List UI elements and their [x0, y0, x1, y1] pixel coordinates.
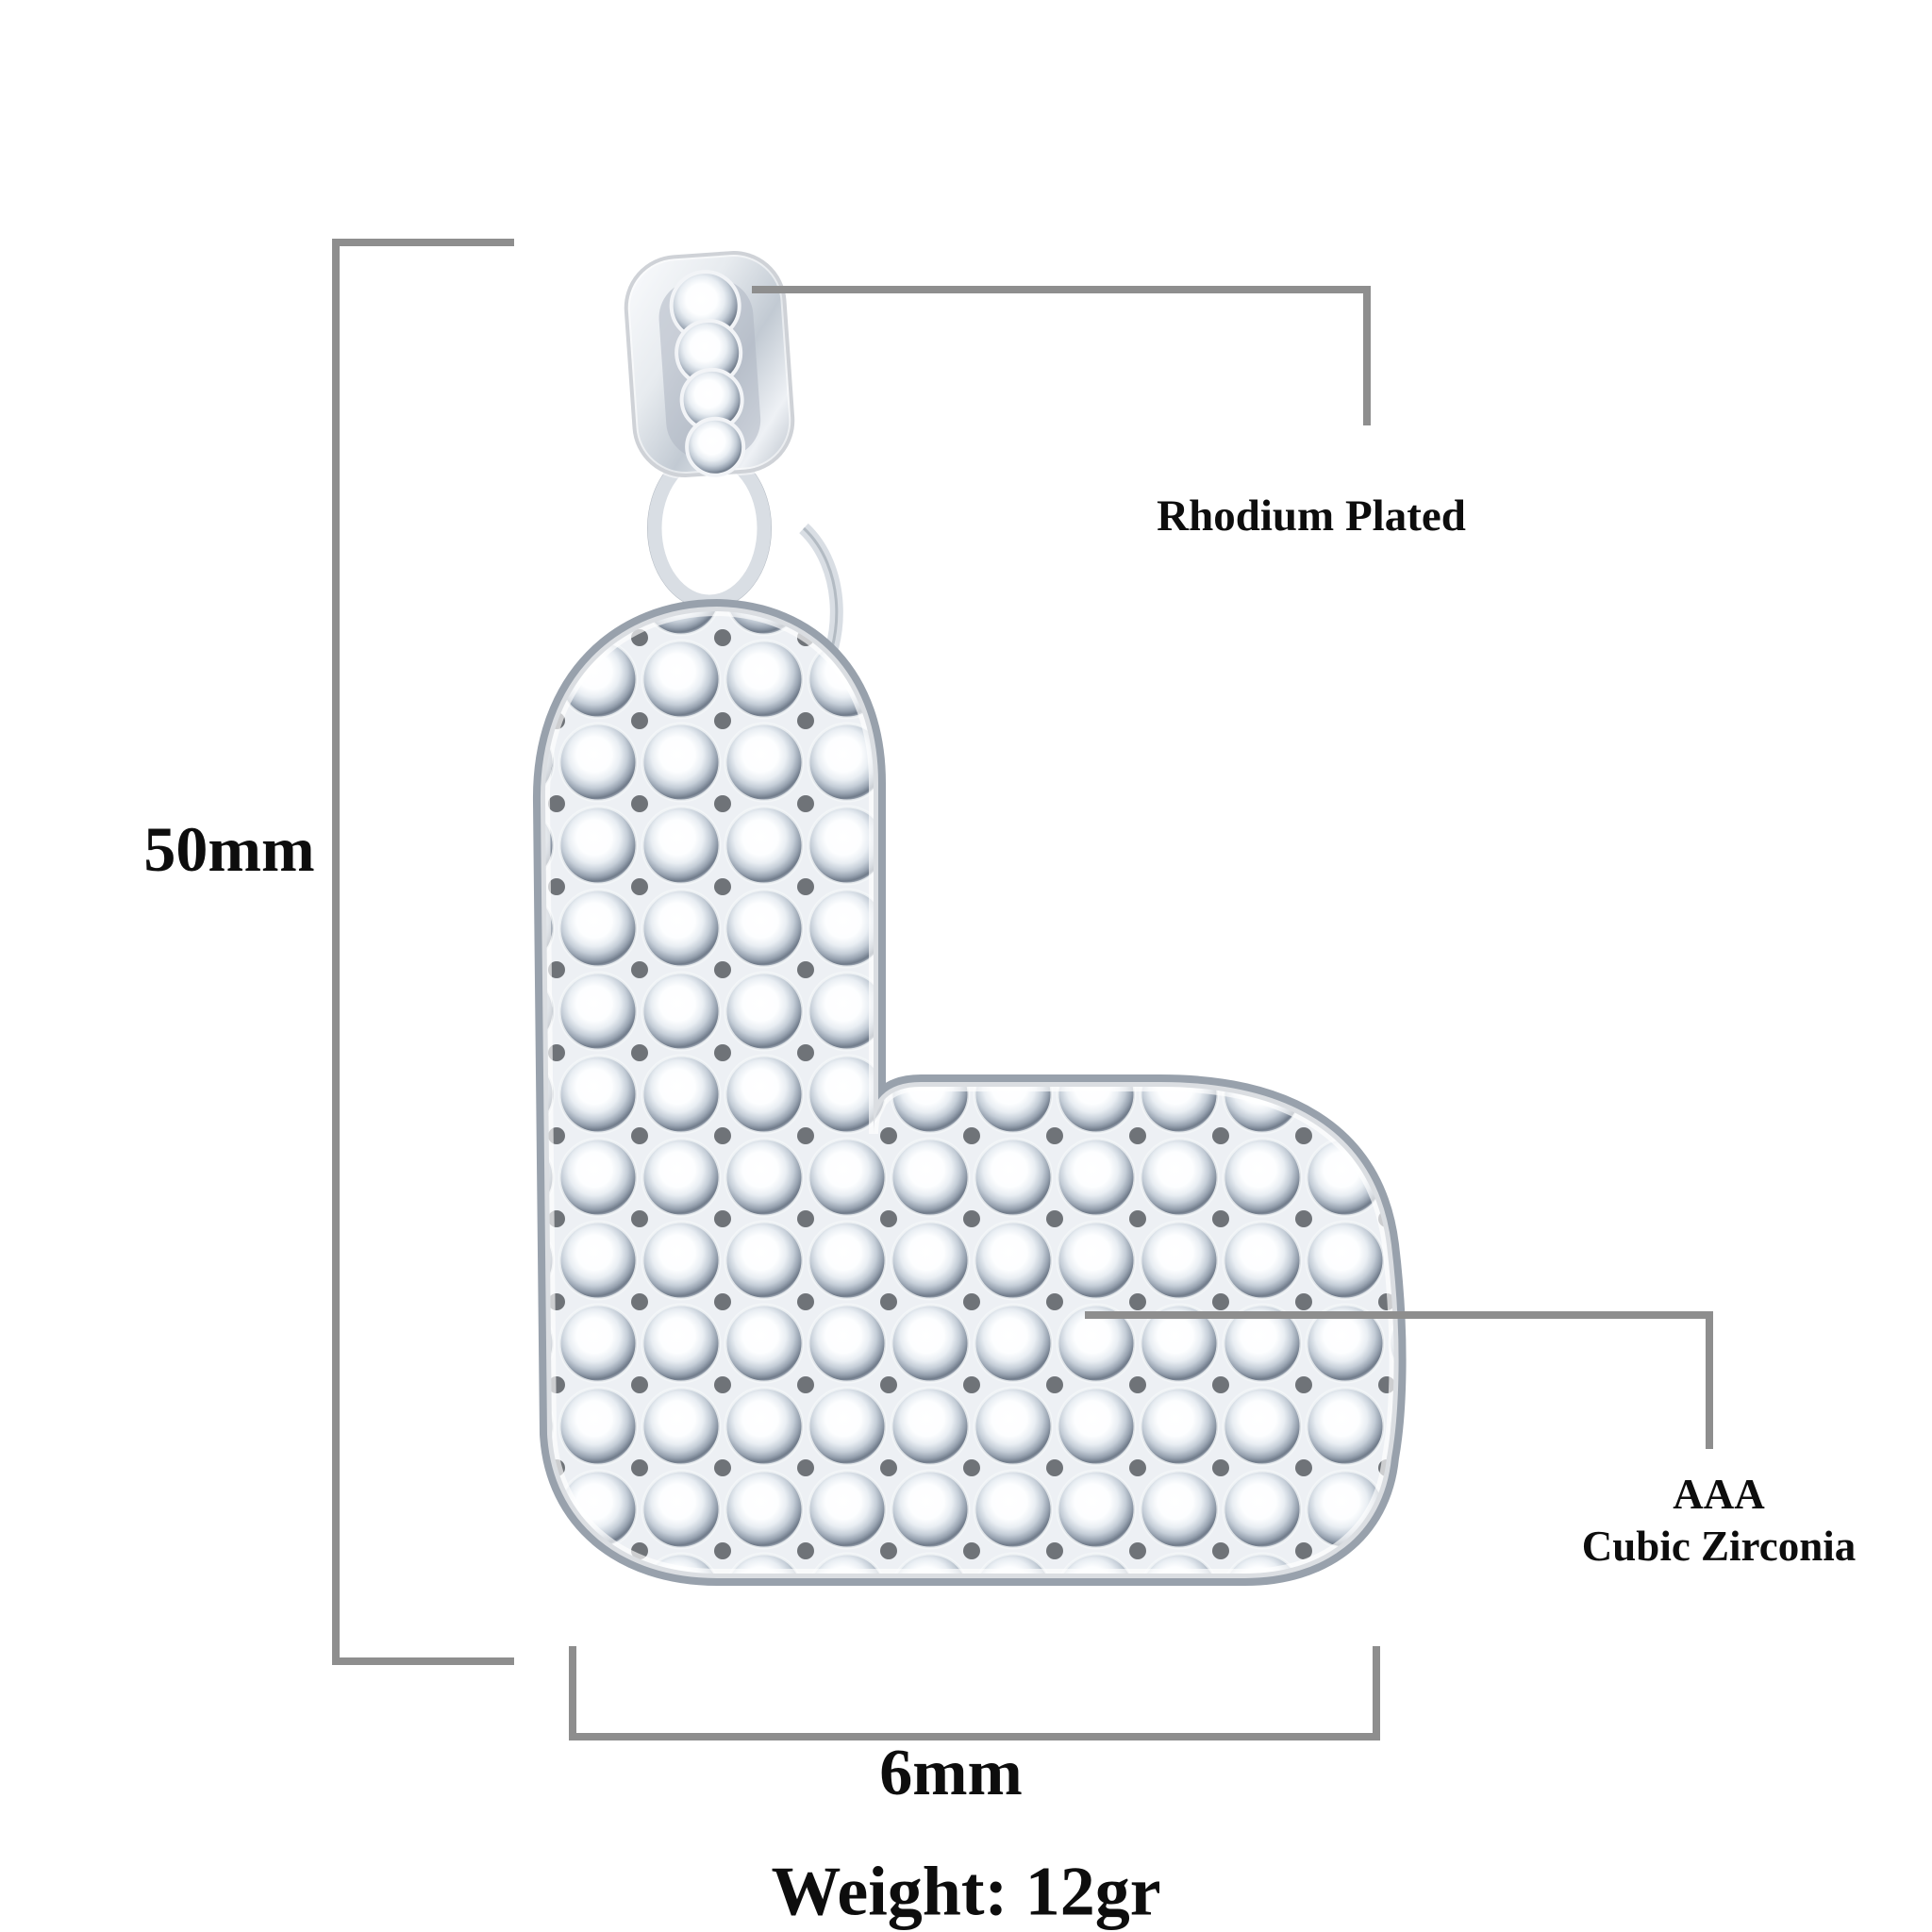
plating-label: Rhodium Plated — [1157, 491, 1466, 541]
stone-quality-label: AAA Cubic Zirconia — [1582, 1469, 1856, 1573]
letter-pave-fill — [544, 611, 1394, 1574]
plating-leader-line-drop — [1363, 286, 1371, 425]
bail-stone — [685, 416, 746, 477]
height-bracket-arm-bottom — [332, 1657, 514, 1665]
width-dimension-label: 6mm — [879, 1736, 1023, 1809]
stone-quality-leader-line — [1085, 1311, 1713, 1319]
stone-quality-label-line1: AAA — [1673, 1471, 1765, 1519]
width-bracket-line — [569, 1733, 1380, 1740]
letter-inner-highlight — [540, 606, 1399, 1578]
height-dimension-label: 50mm — [143, 812, 315, 885]
stone-quality-label-line2: Cubic Zirconia — [1581, 1523, 1857, 1570]
stone-quality-leader-drop — [1706, 1311, 1713, 1449]
weight-label: Weight: 12gr — [771, 1853, 1161, 1931]
height-bracket-line — [332, 239, 340, 1665]
bail-stones — [669, 270, 746, 477]
pendant-bail — [622, 249, 797, 479]
plating-leader-line — [752, 286, 1371, 293]
pendant-letter-body — [532, 599, 1407, 1586]
width-bracket-riser-right — [1373, 1646, 1380, 1740]
width-bracket-riser-left — [569, 1646, 576, 1740]
height-bracket-arm-top — [332, 239, 514, 246]
